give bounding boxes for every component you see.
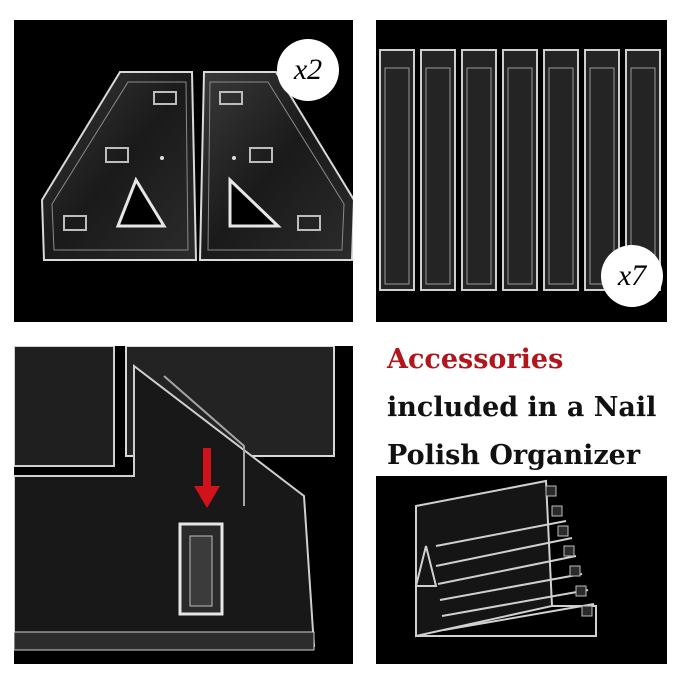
assembled-organizer-photo: [376, 476, 667, 664]
headline-accent: Accessories: [387, 344, 564, 375]
down-arrow-icon: [194, 448, 220, 508]
headline-line-3: Polish Organizer: [387, 440, 641, 471]
assembly-closeup-photo: [14, 346, 353, 664]
headline: Accessories included in a Nail Polish Or…: [387, 336, 679, 480]
shelves-photo: [376, 20, 667, 322]
headline-line-2: included in a Nail: [387, 392, 657, 423]
quantity-badge-x7: x7: [601, 245, 663, 307]
quantity-badge-x2: x2: [277, 39, 339, 101]
